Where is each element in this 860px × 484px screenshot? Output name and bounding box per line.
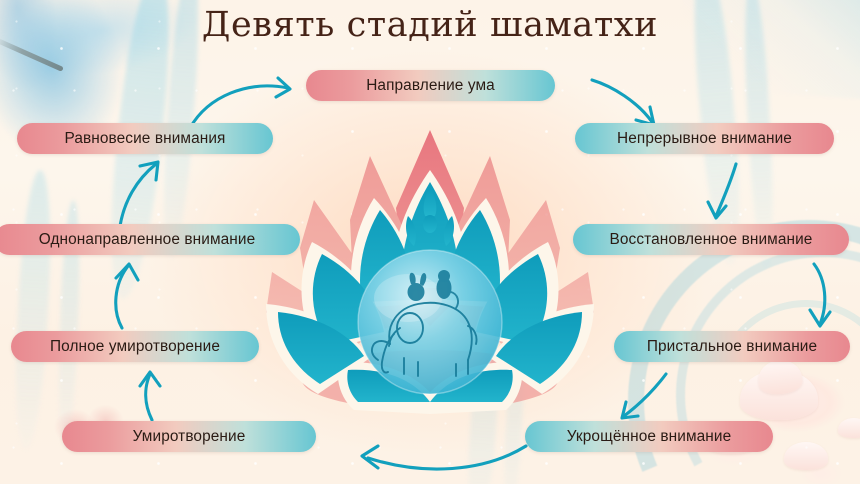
pink-lotus-blossom-icon bbox=[688, 354, 860, 484]
lotus-crown-ornament bbox=[406, 188, 454, 246]
arrow-stage-2-to-3-icon bbox=[690, 162, 742, 222]
stage-label: Полное умиротворение bbox=[49, 337, 221, 355]
arrow-stage-8-to-9-icon bbox=[110, 158, 166, 228]
stage-label: Умиротворение bbox=[132, 427, 246, 445]
monkey-icon bbox=[436, 270, 459, 309]
stage-label: Пристальное внимание bbox=[646, 337, 818, 355]
stage-pill-3[interactable]: Восстановленное внимание bbox=[573, 224, 849, 255]
stage-pill-7[interactable]: Полное умиротворение bbox=[11, 331, 259, 362]
arrow-stage-6-to-7-icon bbox=[128, 370, 172, 422]
stage-pill-4[interactable]: Пристальное внимание bbox=[614, 331, 850, 362]
arrow-stage-5-to-6-icon bbox=[334, 442, 530, 482]
lotus-emblem bbox=[258, 112, 602, 422]
page-title: Девять стадий шаматхи bbox=[201, 5, 659, 45]
stage-pill-6[interactable]: Умиротворение bbox=[62, 421, 316, 452]
rabbit-icon bbox=[407, 272, 427, 301]
stage-pill-1[interactable]: Направление ума bbox=[306, 70, 555, 101]
teal-circle-arc-icon bbox=[694, 280, 860, 484]
meditation-orb bbox=[357, 249, 503, 395]
arrow-stage-4-to-5-icon bbox=[590, 372, 670, 424]
stage-label: Укрощённое внимание bbox=[566, 427, 732, 445]
stage-label: Однонаправленное внимание bbox=[38, 230, 256, 248]
arrow-stage-3-to-4-icon bbox=[800, 262, 846, 330]
teal-brush-stroke bbox=[10, 169, 56, 451]
stage-label: Восстановленное внимание bbox=[609, 230, 813, 248]
stage-label: Равновесие внимания bbox=[64, 129, 226, 147]
stage-label: Непрерывное внимание bbox=[617, 129, 792, 147]
stage-pill-9[interactable]: Равновесие внимания bbox=[17, 123, 273, 154]
stage-pill-8[interactable]: Однонаправленное внимание bbox=[0, 224, 300, 255]
arrow-stage-7-to-8-icon bbox=[100, 262, 146, 330]
stage-label: Направление ума bbox=[366, 76, 495, 94]
stage-pill-2[interactable]: Непрерывное внимание bbox=[575, 123, 834, 154]
stage-pill-5[interactable]: Укрощённое внимание bbox=[525, 421, 773, 452]
elephant-icon bbox=[370, 301, 478, 377]
